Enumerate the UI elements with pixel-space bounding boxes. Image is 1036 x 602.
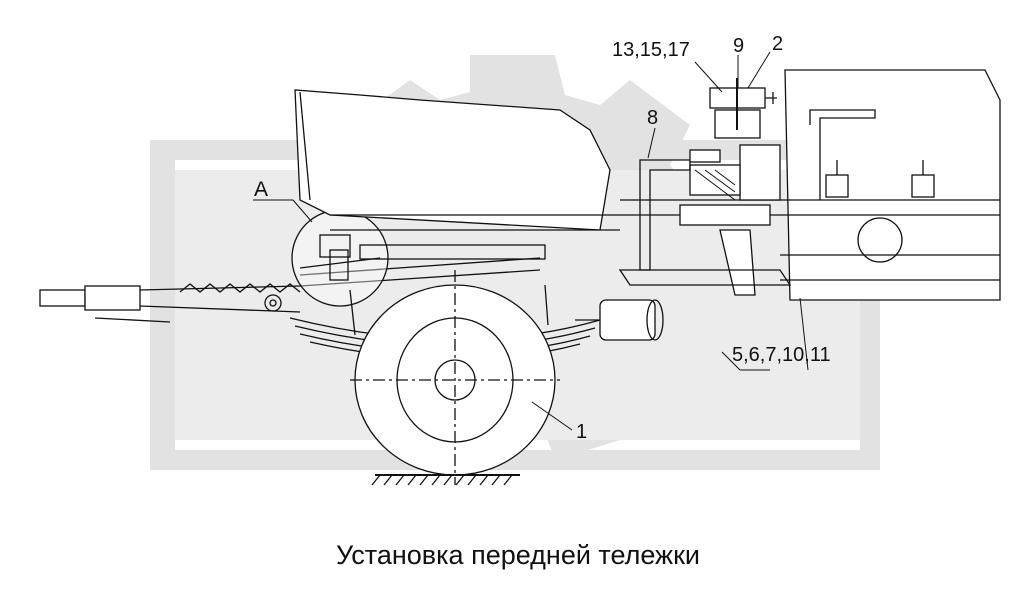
leader-lines [253,51,809,431]
vehicle-body [294,89,620,260]
shock-absorber [575,299,664,341]
callout-2: 2 [772,33,783,55]
callout-5-6-7-10-11: 5,6,7,10,11 [732,344,831,366]
callout-13-15-17: 13,15,17 [612,39,690,61]
callout-9: 9 [733,35,744,57]
callout-a: А [254,178,268,201]
ground [371,474,520,486]
technical-drawing [39,51,1001,486]
diagram-caption: Установка передней тележки [335,540,701,570]
callout-labels: А 13,15,17 9 2 8 5,6,7,10,11 1 [254,33,831,443]
king-pin-assembly [618,78,792,296]
wheel [350,270,560,485]
callout-1: 1 [576,421,587,443]
detail-circle-a [291,209,389,307]
callout-8: 8 [647,107,658,129]
drawbar [39,257,541,323]
